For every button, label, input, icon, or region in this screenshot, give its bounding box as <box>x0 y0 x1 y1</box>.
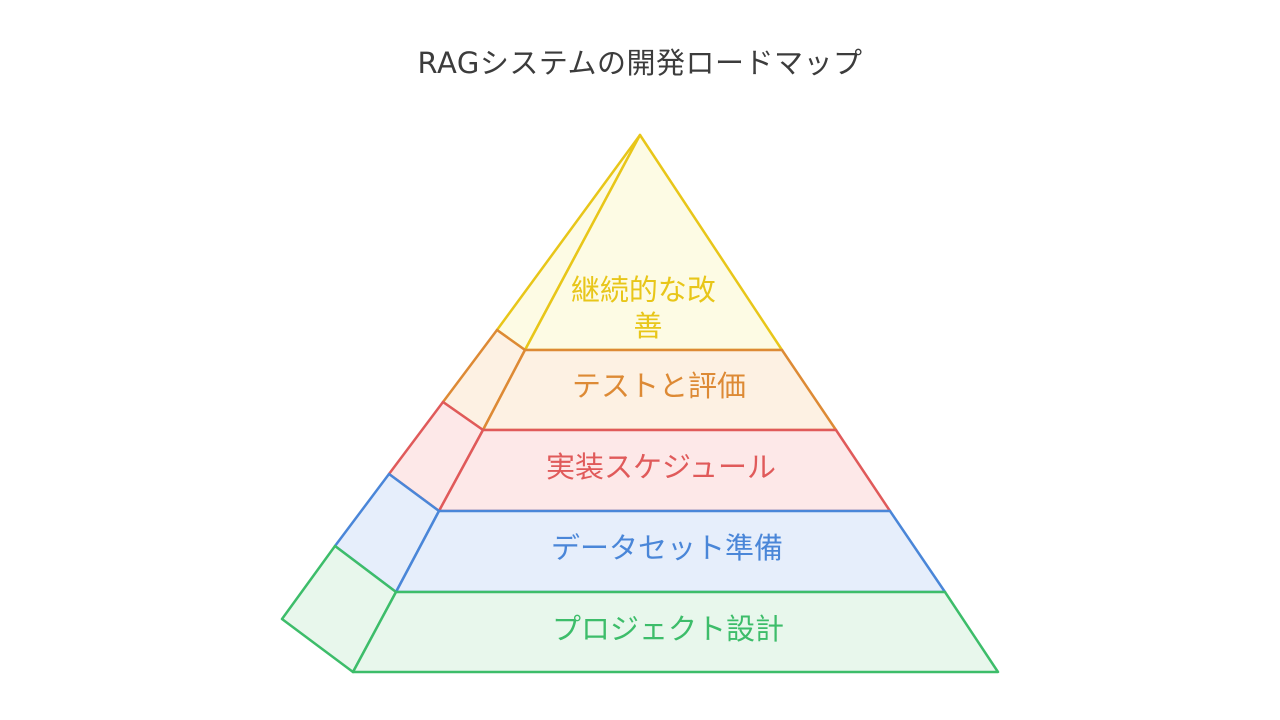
level-top-label: 継続的な改 善 <box>571 273 725 343</box>
level-top-label-line-2: 善 <box>633 309 662 343</box>
level-bottom-face <box>351 590 1000 674</box>
pyramid-level-bottom: プロジェクト設計 <box>280 544 1000 674</box>
pyramid-level-2: テストと評価 <box>441 328 838 432</box>
level-4-label: データセット準備 <box>551 531 783 565</box>
pyramid-level-top: 継続的な改 善 <box>495 133 784 352</box>
page-title: RAGシステムの開発ロードマップ <box>417 46 863 80</box>
level-4-label-line-1: データセット準備 <box>551 531 783 565</box>
level-2-label: テストと評価 <box>572 369 746 403</box>
pyramid-level-3: 実装スケジュール <box>387 400 892 513</box>
level-3-label: 実装スケジュール <box>546 450 776 484</box>
level-top-label-line-1: 継続的な改 <box>571 273 716 307</box>
level-2-label-line-1: テストと評価 <box>572 369 746 403</box>
level-3-label-line-1: 実装スケジュール <box>546 450 776 484</box>
level-bottom-label: プロジェクト設計 <box>552 612 784 646</box>
level-bottom-label-line-1: プロジェクト設計 <box>552 612 784 646</box>
pyramid-level-4: データセット準備 <box>333 472 947 594</box>
